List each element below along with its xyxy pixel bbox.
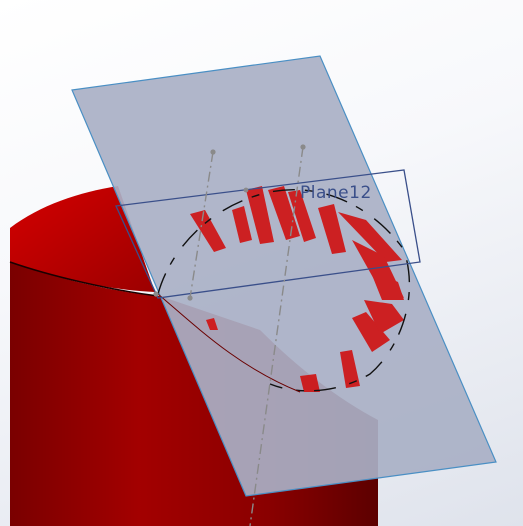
axis-line-2[interactable] (249, 146, 304, 526)
plane-face[interactable] (71, 55, 497, 497)
plane12-reference-plane[interactable] (71, 55, 497, 497)
sketch-point-icon[interactable] (243, 187, 249, 193)
sketch-point-icon[interactable] (300, 144, 306, 150)
sketch-points[interactable] (153, 144, 306, 301)
sketch-point-icon[interactable] (210, 149, 216, 155)
axis-lines (189, 146, 304, 526)
sketch-point-icon[interactable] (187, 295, 193, 301)
cylinder-top-edge (9, 261, 159, 297)
plane-selection-box[interactable] (115, 169, 421, 299)
plane-label[interactable]: Plane12 (300, 183, 372, 203)
sketch-point-icon[interactable] (153, 291, 159, 297)
axis-line-1[interactable] (189, 151, 214, 299)
sketch-circle[interactable] (157, 188, 411, 393)
